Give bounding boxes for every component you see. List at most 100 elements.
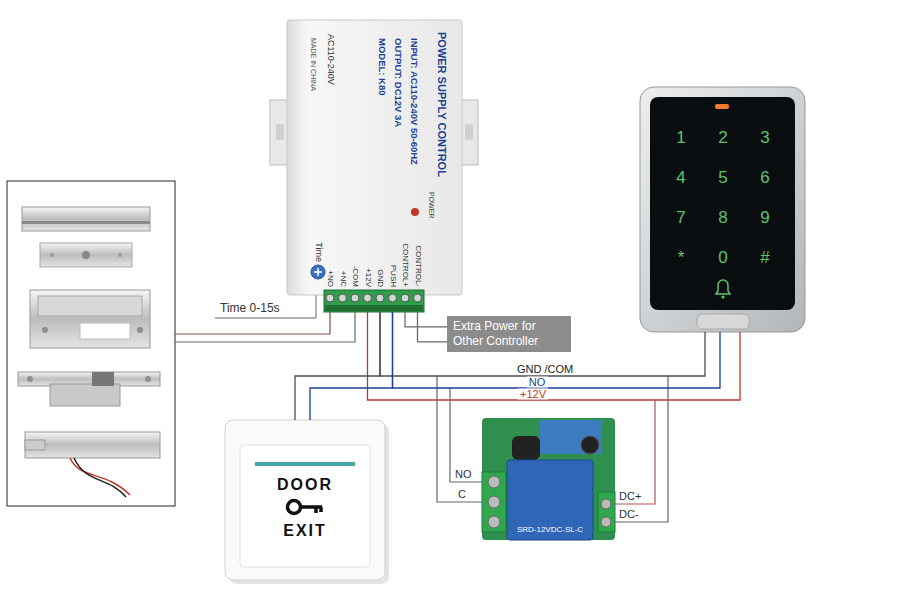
- key-digit: 9: [760, 209, 769, 226]
- note-box: Extra Power for Other Controller: [447, 316, 571, 352]
- lock-lead: [70, 458, 130, 495]
- wire-connector: [380, 312, 705, 376]
- keypad-panel: [650, 97, 795, 310]
- keypad-bezel: [640, 87, 805, 332]
- wire-connector: [295, 312, 380, 420]
- lock-wire: [175, 312, 355, 342]
- plate-hole: [82, 251, 90, 259]
- relay-pcb: [482, 418, 615, 540]
- knob-cross: [314, 268, 322, 276]
- wire-connector: [393, 312, 721, 388]
- key-digit: 4: [676, 169, 685, 186]
- button-text: DOOR: [277, 477, 333, 493]
- button-text: EXIT: [283, 523, 327, 539]
- status-led: [715, 104, 729, 109]
- mount-flange: [460, 100, 478, 165]
- key-digit: 1: [676, 129, 685, 146]
- spec-text: MODEL: K80: [377, 38, 387, 96]
- terminal-screw: [488, 516, 500, 528]
- pin-label: DC-: [619, 509, 639, 520]
- key-digit: #: [760, 249, 769, 266]
- screw: [145, 376, 151, 382]
- lock-cover: [38, 296, 142, 316]
- lock-bolt: [25, 440, 45, 450]
- screw: [137, 327, 143, 333]
- terminal-label: PUSH: [389, 265, 397, 287]
- power-supply-case: [287, 20, 462, 295]
- terminal-screw: [339, 294, 347, 302]
- key-digit: *: [678, 249, 685, 266]
- pin-label: NO: [455, 469, 472, 480]
- screw: [42, 327, 48, 333]
- terminal-label: +NO: [326, 270, 334, 287]
- flange-hole: [465, 124, 473, 140]
- terminal-label: -COM: [351, 266, 359, 287]
- terminal-screw: [389, 294, 397, 302]
- receiver-board: [540, 420, 602, 454]
- note-text: Extra Power for Other Controller: [453, 319, 565, 349]
- lock-groove: [22, 221, 150, 224]
- flange-hole: [276, 124, 284, 140]
- key-digit: 6: [760, 169, 769, 186]
- terminal-label: GND: [376, 269, 384, 287]
- relay-marking: SRD-12VDC-SL-C: [517, 526, 583, 534]
- led-label: POWER: [428, 192, 435, 218]
- origin-text: MADE IN CHINA: [310, 38, 317, 91]
- key-digit: 0: [718, 249, 727, 266]
- wire-label: GND /COM: [515, 364, 575, 375]
- magnetic-lock: [22, 207, 150, 231]
- terminal-label: CONTROL-: [414, 245, 422, 287]
- armature-plate: [40, 243, 132, 267]
- plate-hole: [118, 253, 122, 257]
- cabinet-lock: [25, 432, 160, 458]
- spec-text: INPUT: AC110-240V 50-60HZ: [409, 38, 419, 165]
- pin-label: C: [458, 489, 466, 500]
- relay-wire: [450, 388, 482, 482]
- lock-wire: [175, 312, 330, 334]
- drop-bolt-lock: [30, 290, 150, 348]
- relay-body: [507, 460, 593, 540]
- exit-plate: [225, 420, 385, 580]
- key-icon: [301, 507, 322, 513]
- bell-clapper: [721, 295, 724, 298]
- bell-icon: [716, 280, 730, 294]
- strike-keeper: [92, 372, 114, 386]
- spec-text: AC110-240V: [326, 34, 335, 85]
- relay-wire: [615, 400, 655, 504]
- power-supply: POWER SUPPLY CONTROLINPUT: AC110-240V 50…: [275, 20, 475, 312]
- terminal-screw: [376, 294, 384, 302]
- terminal-screw: [488, 496, 500, 508]
- timer-note: Time 0-15s: [220, 302, 280, 314]
- strike-body: [50, 384, 120, 406]
- terminal-label: CONTROL+: [401, 243, 409, 287]
- relay-wire: [615, 376, 668, 522]
- terminal-screw: [601, 517, 611, 527]
- key-digit: 5: [718, 169, 727, 186]
- terminal-block: [482, 472, 506, 532]
- terminal-strip: [324, 290, 424, 312]
- wire-connector: [368, 312, 741, 400]
- terminal-screw: [488, 476, 500, 488]
- pin-label: DC+: [619, 491, 641, 502]
- capacitor: [581, 436, 599, 454]
- screw: [27, 376, 33, 382]
- wire-connector: [405, 312, 447, 327]
- wire-connector: [418, 312, 448, 342]
- key-digit: 3: [760, 129, 769, 146]
- exit-button-face: [240, 445, 370, 567]
- relay-wire: [437, 376, 482, 502]
- exit-button: DOOR EXIT: [225, 420, 385, 580]
- key-digit: 7: [676, 209, 685, 226]
- terminal-screw: [414, 294, 422, 302]
- lock-panel: [7, 181, 175, 506]
- lock-sticker: [80, 323, 130, 339]
- key-icon: [288, 501, 301, 514]
- terminal-screw: [351, 294, 359, 302]
- terminal-block: [598, 492, 615, 532]
- terminal-screw: [401, 294, 409, 302]
- wire-label: NO: [527, 377, 548, 388]
